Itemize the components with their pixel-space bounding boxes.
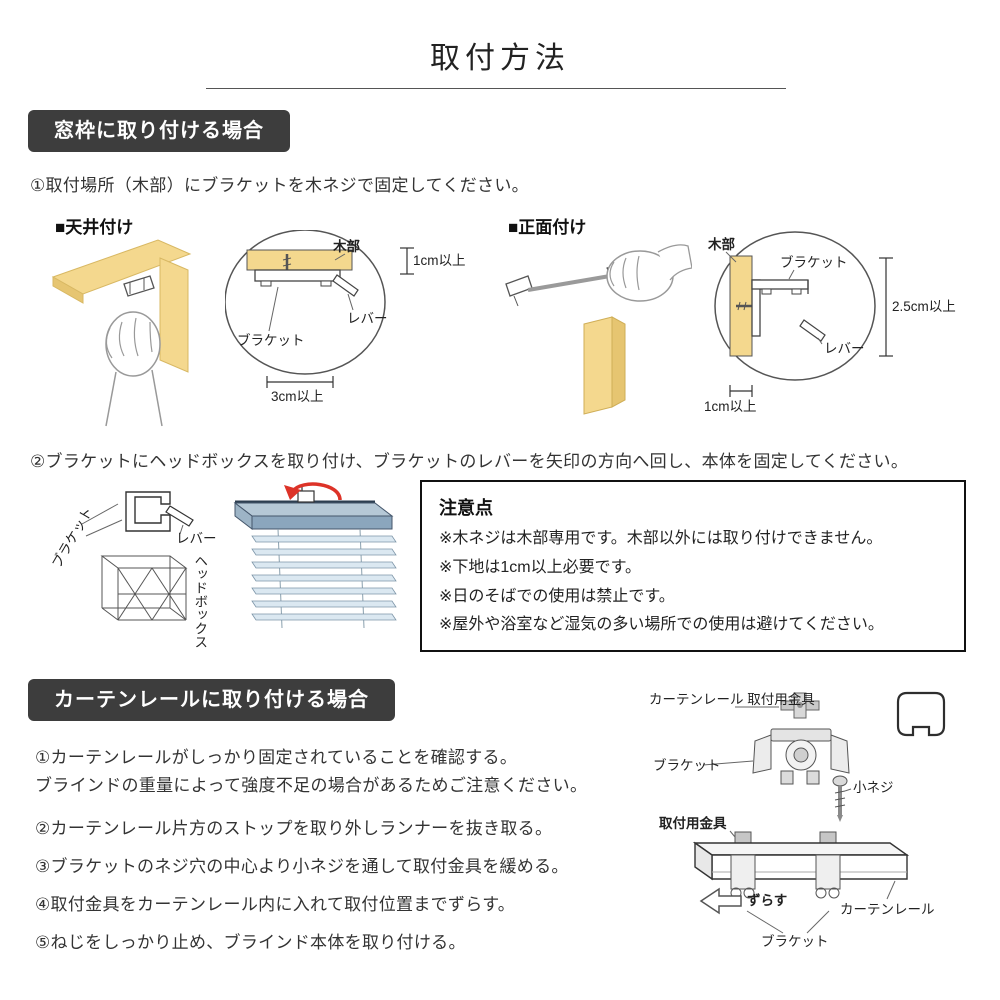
bracket-label: ブラケット bbox=[237, 333, 305, 348]
dim-height-label: 2.5cm以上 bbox=[892, 299, 956, 314]
window-step-1: ①取付場所（木部）にブラケットを木ネジで固定してください。 bbox=[30, 176, 529, 195]
lever-shape bbox=[165, 505, 194, 527]
dim-depth-label: 1cm以上 bbox=[413, 253, 466, 268]
detail-circle bbox=[714, 231, 876, 381]
ceiling-mount-detail: 木部 レバー ブラケット 1cm以上 3cm以上 bbox=[225, 230, 493, 430]
front-mount-title: ■正面付け bbox=[508, 218, 587, 237]
bracket-label-bottom: ブラケット bbox=[761, 934, 829, 949]
curtain-rail-3d bbox=[692, 831, 910, 881]
leader-lines bbox=[81, 503, 184, 537]
small-screw bbox=[832, 775, 848, 822]
rail-fitting-label: カーテンレール 取付用金具 bbox=[649, 692, 815, 707]
dimension-lines bbox=[729, 257, 893, 397]
headbox-mount-figure: ブラケット レバー ヘッドボックス bbox=[30, 478, 415, 663]
slide-label: ずらす bbox=[747, 893, 788, 908]
small-screw-label: 小ネジ bbox=[853, 780, 894, 795]
bracket-shape bbox=[751, 279, 826, 342]
lever-label: レバー bbox=[176, 531, 217, 546]
headbox-wireframe bbox=[100, 555, 188, 621]
bracket-clip bbox=[297, 490, 315, 503]
red-rotation-arrow bbox=[284, 482, 342, 501]
hanging-brackets bbox=[730, 854, 841, 899]
bracket-label-top: ブラケット bbox=[653, 758, 721, 773]
ceiling-mount-title: ■天井付け bbox=[55, 218, 134, 237]
dim-width-label: 3cm以上 bbox=[271, 389, 324, 404]
headbox-label: ヘッドボックス bbox=[192, 554, 208, 649]
rail-step-4: ④取付金具をカーテンレール内に入れて取付位置までずらす。 bbox=[35, 895, 516, 914]
curtain-rail-label: カーテンレール bbox=[840, 902, 935, 917]
rail-step-5: ⑤ねじをしっかり止め、ブラインド本体を取り付ける。 bbox=[35, 933, 466, 952]
leader-lines bbox=[702, 706, 896, 934]
front-detail-drawing bbox=[714, 231, 893, 397]
window-frame-wood bbox=[583, 316, 626, 415]
bracket-assembly bbox=[752, 728, 850, 785]
rail-cross-section bbox=[896, 691, 946, 737]
caution-box: 注意点 ※木ネジは木部専用です。木部以外には取り付けできません。 ※下地は1cm… bbox=[420, 480, 966, 652]
bracket-label: ブラケット bbox=[780, 255, 848, 270]
leader-lines bbox=[725, 251, 823, 345]
window-frame-wood bbox=[51, 239, 192, 373]
front-mount-illustration bbox=[492, 232, 692, 428]
blind-headbox bbox=[233, 485, 394, 531]
curtain-rail-drawing bbox=[692, 691, 946, 934]
front-hand-drawing bbox=[505, 244, 692, 415]
leader-lines bbox=[268, 253, 354, 332]
curtain-rail-figure: カーテンレール 取付用金具 ブラケット 小ネジ 取付用金具 ずらす カーテンレー… bbox=[635, 685, 990, 973]
blind-slats bbox=[251, 528, 397, 629]
lever-label: レバー bbox=[824, 341, 865, 356]
ceiling-detail-drawing bbox=[225, 230, 414, 388]
rail-fitting-exploded bbox=[780, 692, 820, 719]
bracket-shape bbox=[125, 491, 194, 532]
caution-title: 注意点 bbox=[439, 498, 493, 518]
section-window-header: 窓枠に取り付ける場合 bbox=[28, 110, 290, 152]
wood-label: 木部 bbox=[333, 239, 360, 254]
ceiling-mount-illustration bbox=[38, 232, 228, 428]
dimension-lines bbox=[266, 247, 414, 388]
bracket-piece bbox=[505, 275, 533, 307]
section-rail-header: カーテンレールに取り付ける場合 bbox=[28, 679, 395, 721]
bracket-shape bbox=[254, 269, 359, 297]
caution-item: ※屋外や浴室など湿気の多い場所での使用は避けてください。 bbox=[439, 616, 884, 634]
ceiling-hand-drawing bbox=[51, 239, 192, 427]
rail-step-2: ②カーテンレール片方のストップを取り外しランナーを抜き取る。 bbox=[35, 819, 553, 838]
front-mount-detail: 木部 ブラケット レバー 2.5cm以上 1cm以上 bbox=[690, 228, 990, 428]
fitting-label: 取付用金具 bbox=[659, 816, 727, 831]
window-step-2: ②ブラケットにヘッドボックスを取り付け、ブラケットのレバーを矢印の方向へ回し、本… bbox=[30, 452, 909, 471]
bracket-in-hand bbox=[123, 275, 155, 297]
lever-label: レバー bbox=[347, 311, 388, 326]
rail-step-1: ①カーテンレールがしっかり固定されていることを確認する。 ブラインドの重量によっ… bbox=[35, 748, 588, 796]
title-underline bbox=[206, 88, 786, 89]
lever-shape bbox=[332, 274, 359, 297]
caution-item: ※日のそばでの使用は禁止です。 bbox=[439, 587, 675, 605]
page-title: 取付方法 bbox=[430, 42, 570, 75]
caution-item: ※木ネジは木部専用です。木部以外には取り付けできません。 bbox=[439, 530, 883, 547]
dim-depth-label: 1cm以上 bbox=[704, 399, 757, 414]
wood-label: 木部 bbox=[708, 237, 735, 252]
hand-illustration bbox=[105, 311, 163, 427]
caution-item: ※下地は1cm以上必要です。 bbox=[439, 558, 642, 576]
slide-left-arrow bbox=[699, 887, 742, 915]
rail-step-3: ③ブラケットのネジ穴の中心より小ネジを通して取付金具を緩める。 bbox=[35, 857, 569, 876]
lever-shape bbox=[799, 319, 826, 342]
headbox-drawing bbox=[81, 482, 397, 629]
hand-illustration bbox=[606, 244, 692, 302]
